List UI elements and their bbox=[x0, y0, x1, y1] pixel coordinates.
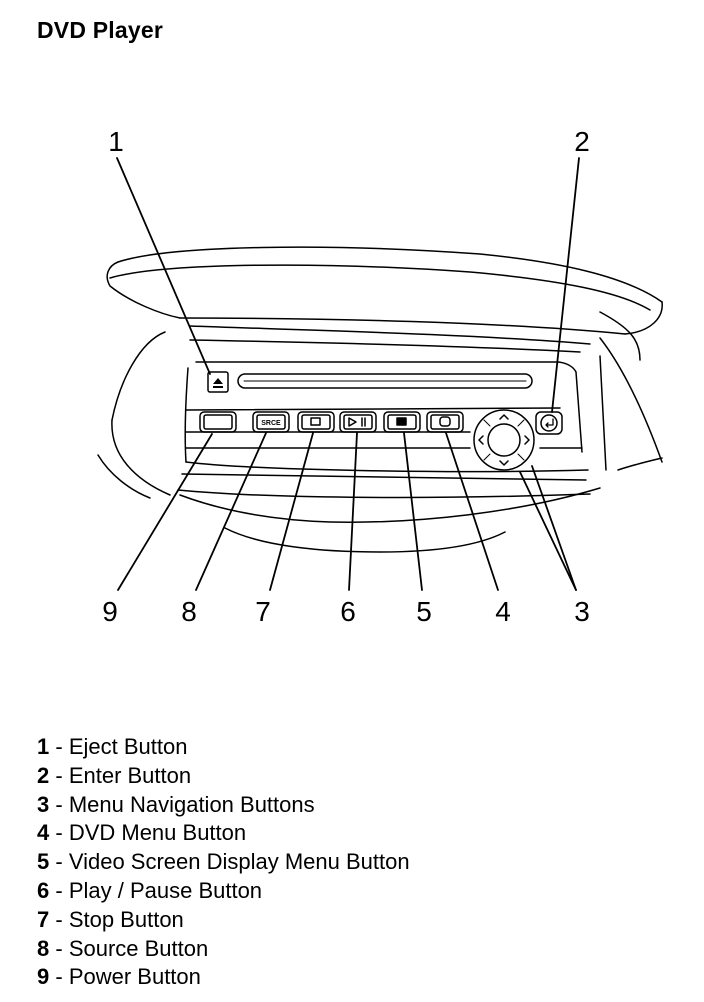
callout-1: 1 bbox=[108, 126, 124, 157]
callout-8: 8 bbox=[181, 596, 197, 627]
callout-2: 2 bbox=[574, 126, 590, 157]
play-pause-button[interactable] bbox=[339, 411, 377, 433]
callout-7: 7 bbox=[255, 596, 271, 627]
menu-navigation-pad[interactable] bbox=[473, 409, 535, 471]
console-housing bbox=[97, 246, 663, 553]
legend-separator: - bbox=[49, 791, 69, 817]
legend-separator: - bbox=[49, 849, 69, 875]
legend-number: 1 bbox=[37, 734, 50, 759]
nav-up-icon bbox=[499, 414, 509, 420]
callout-9: 9 bbox=[102, 596, 118, 627]
power-button[interactable] bbox=[199, 411, 237, 433]
legend-number: 7 bbox=[37, 906, 50, 932]
eject-button[interactable] bbox=[207, 371, 229, 393]
enter-button[interactable] bbox=[535, 411, 563, 435]
legend-number: 9 bbox=[37, 964, 50, 990]
legend-separator: - bbox=[49, 935, 69, 961]
eject-icon bbox=[213, 378, 223, 388]
source-button[interactable]: SRCE bbox=[252, 411, 290, 433]
page-title: DVD Player bbox=[37, 17, 164, 43]
legend-item: 5 - Video Screen Display Menu Button bbox=[37, 848, 410, 877]
legend-number: 3 bbox=[37, 791, 50, 817]
legend-item: 6 - Play / Pause Button bbox=[37, 877, 410, 906]
callout-numbers: 1 2 3 4 5 6 7 8 9 bbox=[102, 126, 590, 627]
legend-text: Stop Button bbox=[68, 906, 184, 932]
legend-item: 3 - Menu Navigation Buttons bbox=[37, 791, 410, 820]
legend-text: Enter Button bbox=[68, 762, 192, 788]
callout-4: 4 bbox=[495, 596, 511, 627]
leader-lines bbox=[116, 157, 580, 591]
legend-text: DVD Menu Button bbox=[68, 820, 247, 846]
legend-number: 6 bbox=[37, 877, 50, 903]
legend-separator: - bbox=[49, 877, 69, 903]
legend-list: 1 - Eject Button 2 - Enter Button 3 - Me… bbox=[37, 733, 410, 992]
stop-button[interactable] bbox=[297, 411, 335, 433]
legend-text: Source Button bbox=[68, 935, 209, 961]
dvd-menu-icon bbox=[439, 416, 451, 427]
legend-text: Play / Pause Button bbox=[68, 877, 263, 903]
legend-number: 2 bbox=[37, 762, 50, 788]
enter-icon bbox=[545, 418, 554, 428]
nav-right-icon bbox=[524, 435, 530, 445]
disc-slot bbox=[237, 373, 533, 389]
stop-icon bbox=[310, 417, 321, 426]
play-pause-icon bbox=[348, 417, 366, 427]
nav-down-icon bbox=[499, 460, 509, 466]
legend-item: 9 - Power Button bbox=[37, 963, 410, 992]
legend-text: Power Button bbox=[68, 964, 201, 990]
source-button-label: SRCE bbox=[261, 420, 281, 427]
legend-separator: - bbox=[49, 964, 69, 990]
dvd-menu-button[interactable] bbox=[426, 411, 464, 433]
legend-number: 4 bbox=[37, 820, 50, 846]
legend-separator: - bbox=[49, 820, 69, 846]
legend-separator: - bbox=[49, 762, 69, 788]
legend-text: Menu Navigation Buttons bbox=[68, 791, 315, 817]
legend-item: 1 - Eject Button bbox=[37, 733, 410, 762]
legend-separator: - bbox=[49, 734, 69, 759]
callout-6: 6 bbox=[340, 596, 356, 627]
dvd-player-diagram: SRCE bbox=[97, 126, 663, 627]
legend-item: 4 - DVD Menu Button bbox=[37, 819, 410, 848]
legend-number: 5 bbox=[37, 849, 50, 875]
legend-text: Video Screen Display Menu Button bbox=[68, 849, 410, 875]
video-screen-display-menu-button[interactable] bbox=[383, 411, 421, 433]
callout-3: 3 bbox=[574, 596, 590, 627]
nav-left-icon bbox=[478, 435, 484, 445]
display-menu-icon bbox=[396, 417, 407, 426]
legend-number: 8 bbox=[37, 935, 50, 961]
panel-bezel bbox=[177, 355, 607, 499]
legend-item: 8 - Source Button bbox=[37, 935, 410, 964]
legend-item: 2 - Enter Button bbox=[37, 762, 410, 791]
legend-separator: - bbox=[49, 906, 69, 932]
legend-text: Eject Button bbox=[68, 734, 188, 759]
legend-item: 7 - Stop Button bbox=[37, 906, 410, 935]
callout-5: 5 bbox=[416, 596, 432, 627]
